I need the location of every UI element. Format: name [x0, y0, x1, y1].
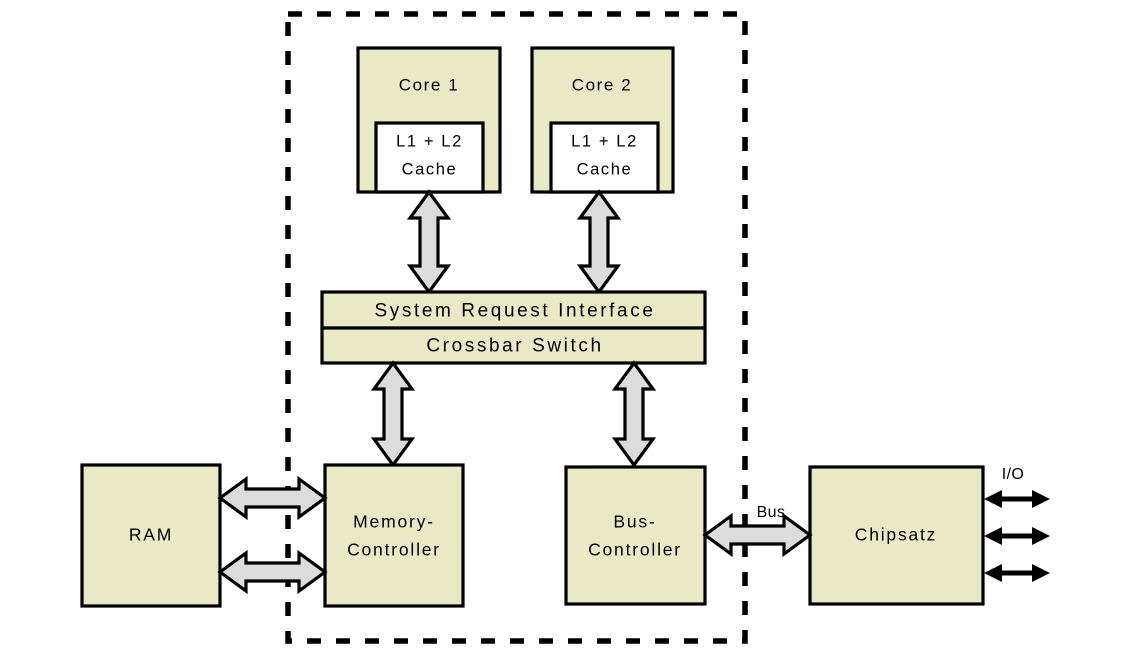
- core-2-label: Core 2: [572, 75, 633, 94]
- core-2-group: Core 2 L1 + L2 Cache: [530, 46, 675, 194]
- crossbar-switch-box[interactable]: [320, 326, 707, 365]
- ram-label: RAM: [129, 525, 173, 545]
- core-2-cache-box[interactable]: [549, 121, 660, 194]
- core-2-cache-label-line1: L1 + L2: [571, 132, 638, 150]
- bus-label: Bus: [757, 504, 786, 521]
- system-request-interface-label: System Request Interface: [374, 301, 655, 322]
- io-label: I/O: [1002, 466, 1025, 483]
- core-1-label: Core 1: [399, 75, 460, 94]
- bus-controller-label-line1: Bus-: [613, 512, 656, 532]
- memory-controller-label-line1: Memory-: [353, 512, 435, 532]
- arrow-ram-memctrl-upper: [217, 475, 328, 521]
- crossbar-switch-label: Crossbar Switch: [426, 336, 603, 357]
- arrow-core1-to-sri: [406, 189, 452, 295]
- memory-controller-box[interactable]: [323, 463, 465, 608]
- arrow-ram-memctrl-lower: [217, 549, 328, 595]
- chipsatz-label: Chipsatz: [855, 525, 938, 545]
- memory-controller-label-line2: Controller: [347, 540, 441, 560]
- ram-box[interactable]: [80, 463, 222, 608]
- chipsatz-box[interactable]: [808, 465, 985, 606]
- cpu-die-boundary: [285, 11, 748, 644]
- arrow-core2-to-sri: [576, 189, 622, 295]
- arrow-crossbar-to-memory-controller: [370, 360, 416, 468]
- bus-controller-label-line2: Controller: [588, 540, 682, 560]
- core-2-cache-label-line2: Cache: [577, 160, 633, 178]
- core-1-cache-label-line1: L1 + L2: [396, 132, 463, 150]
- bus-controller-box[interactable]: [564, 465, 707, 606]
- arrow-bus-controller-to-chipsatz: [702, 512, 813, 558]
- io-arrow-2: [984, 527, 1050, 545]
- core-1-group: Core 1 L1 + L2 Cache: [356, 46, 502, 194]
- io-arrow-3: [984, 564, 1050, 582]
- arrow-crossbar-to-bus-controller: [611, 360, 657, 468]
- core-1-cache-box[interactable]: [374, 121, 485, 194]
- io-arrow-1: [984, 490, 1050, 508]
- core-1-cache-label-line2: Cache: [402, 160, 458, 178]
